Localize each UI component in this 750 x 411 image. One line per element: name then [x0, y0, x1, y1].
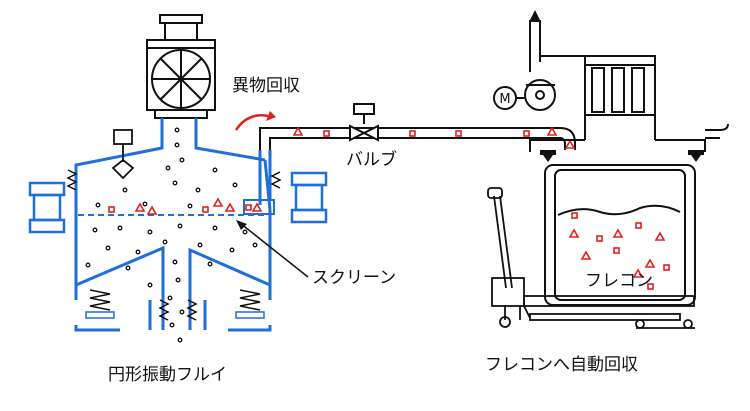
material-particles: [85, 127, 258, 343]
machine-label: 円形振動フルイ: [108, 365, 227, 385]
exhaust-arrow-icon: [529, 10, 541, 22]
flecon-bag: [544, 164, 696, 306]
dust-collector: [529, 20, 729, 152]
pipe-foreign-matter: [292, 126, 576, 149]
vibration-motor-icon: [28, 171, 328, 234]
outlet-box: [243, 199, 275, 215]
screen-label: スクリーン: [312, 268, 396, 288]
flecon-bag-label: フレコン: [585, 271, 653, 291]
screen-leader-line: [239, 222, 309, 278]
motor-symbol: M: [499, 92, 510, 107]
exhaust-fan-icon: [146, 14, 216, 119]
spring-icon: [66, 169, 282, 321]
screen-leader-arrowhead-icon: [236, 220, 247, 230]
pallet-jack-icon: [487, 187, 695, 329]
motor-icon: [493, 79, 556, 111]
foreign-matter: [108, 197, 263, 215]
level-sensor-icon: [111, 129, 135, 180]
valve-icon: [349, 103, 379, 142]
recovery-arrowhead-icon: [266, 111, 276, 121]
vibrating-sieve: [74, 118, 272, 332]
bag-foreign-matter: [568, 212, 670, 290]
recovery-arrow-icon: [234, 114, 269, 131]
hopper-clamps: [540, 150, 704, 162]
foreign-recovery-label: 異物回収: [232, 76, 300, 96]
valve-label: バルブ: [346, 149, 397, 170]
auto-recovery-label: フレコンへ自動回収: [485, 355, 638, 375]
